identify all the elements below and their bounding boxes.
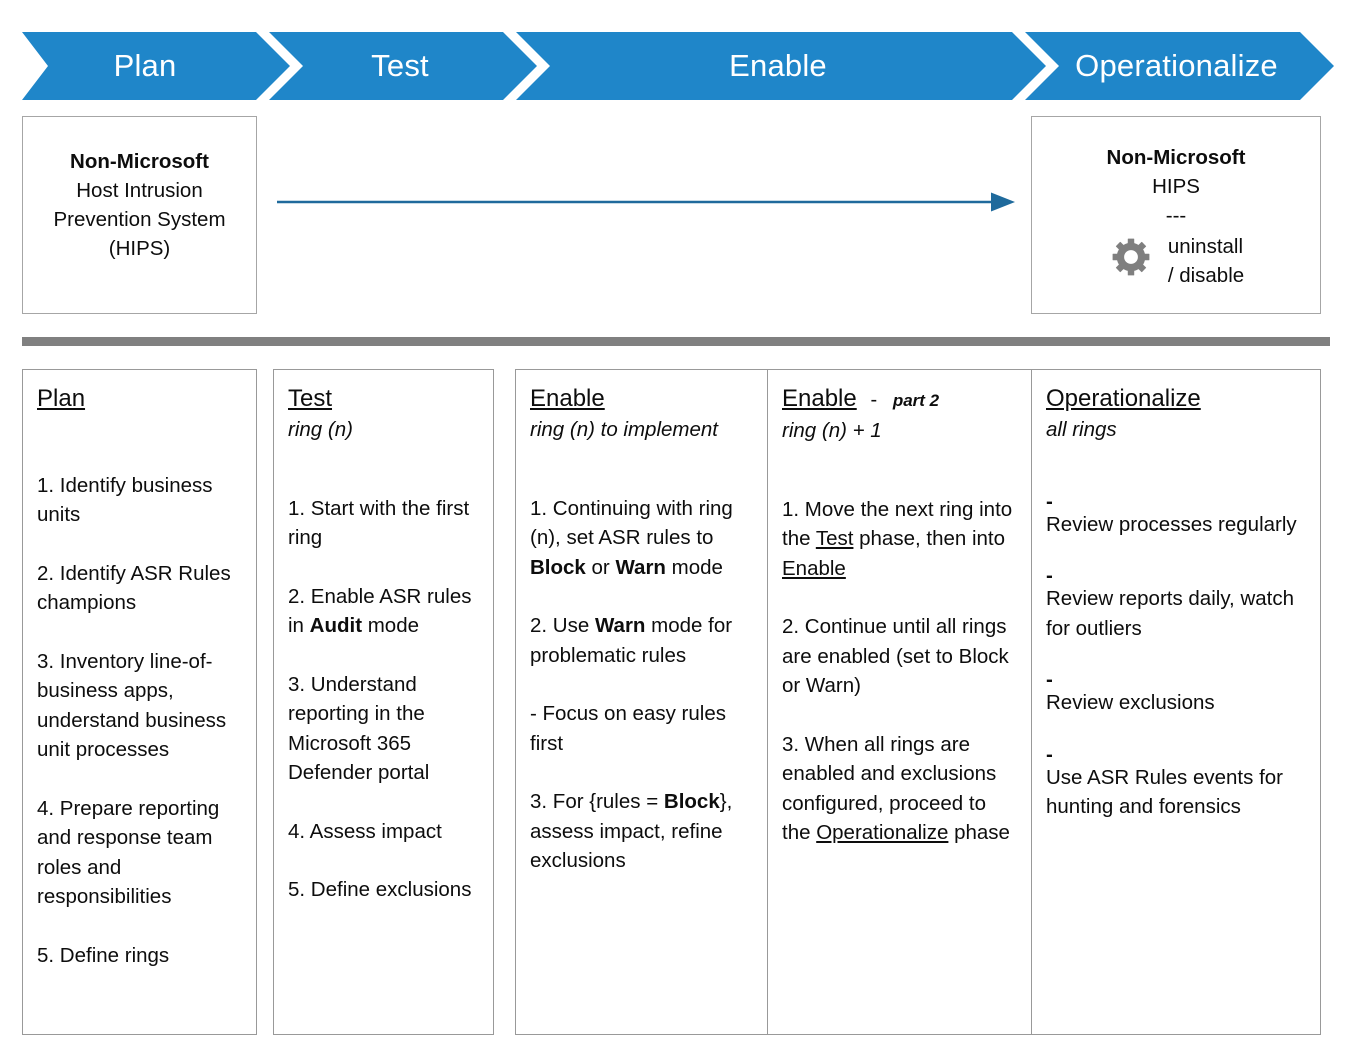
hips-target-state-box: Non-Microsoft HIPS ---	[1031, 116, 1321, 314]
phase-column-subtitle: ring (n)	[288, 417, 353, 441]
list-item: 2. Continue until all rings are enabled …	[782, 615, 1009, 697]
phase-column-subtitle: ring (n) to implement	[530, 417, 718, 441]
phase-column-items: 1. Move the next ring into the Test phas…	[782, 495, 1018, 848]
list-item-dash: -	[1046, 742, 1053, 766]
list-item-label: Review processes regularly	[1046, 512, 1297, 536]
list-item-label: Review reports daily, watch for outliers	[1046, 587, 1294, 640]
list-item: 1. Identify business units	[37, 473, 213, 527]
phase-column-header: Plan	[37, 384, 242, 415]
phase-column-header: Enable - part 2	[782, 384, 1018, 416]
list-item-dash: -	[1046, 668, 1053, 691]
phase-chevron-label: Plan	[113, 48, 177, 83]
phase-column-subtitle: ring (n) + 1	[782, 418, 882, 442]
migration-arrow-icon	[277, 192, 1015, 212]
hips-current-state-box: Non-Microsoft Host Intrusion Prevention …	[22, 116, 257, 314]
phase-column-header: Enable	[530, 384, 753, 415]
hips-left-title: Non-Microsoft	[70, 150, 209, 173]
list-item: 4. Prepare reporting and response team r…	[37, 796, 220, 909]
phase-chevron-label: Test	[371, 48, 429, 83]
list-item: 5. Define rings	[37, 943, 170, 967]
phase-column-title: Enable	[782, 385, 857, 412]
hips-right-line1: HIPS	[1152, 175, 1200, 198]
list-item: - Focus on easy rules first	[530, 702, 726, 755]
list-item-dash: -	[1046, 489, 1053, 513]
list-item: 2. Identify ASR Rules champions	[37, 561, 231, 615]
list-item: 1. Move the next ring into the Test phas…	[782, 497, 1013, 580]
phase-banner: Plan Test Enable Operationalize	[22, 32, 1334, 100]
phase-column-title: Enable	[530, 385, 605, 412]
hips-action-text: uninstall / disable	[1168, 232, 1244, 290]
phase-column-title-dash: -	[870, 389, 878, 411]
phase-column-items: - Review processes regularly - Review re…	[1046, 489, 1306, 822]
list-item: - Review exclusions	[1046, 668, 1306, 718]
hips-right-title: Non-Microsoft	[1106, 146, 1246, 169]
list-item: - Review processes regularly	[1046, 489, 1306, 540]
phase-chevron-operationalize[interactable]: Operationalize	[1025, 32, 1334, 100]
hips-left-line3: (HIPS)	[108, 237, 171, 260]
list-item: 3. When all rings are enabled and exclus…	[782, 732, 1010, 845]
phase-chevron-plan[interactable]: Plan	[22, 32, 290, 100]
phase-column-header: Operationalize	[1046, 384, 1306, 415]
list-item: 1. Continuing with ring (n), set ASR rul…	[530, 496, 733, 579]
hips-action-line1: uninstall	[1167, 235, 1244, 258]
list-item: 4. Assess impact	[288, 819, 442, 843]
phase-column-header: Test	[288, 384, 479, 415]
phase-column-subtitle: all rings	[1046, 417, 1117, 441]
phase-column-enable: Enable ring (n) to implement 1. Continui…	[515, 369, 768, 1035]
phase-column-title-suffix: part 2	[892, 391, 940, 410]
hips-action-line2: / disable	[1167, 264, 1245, 287]
phase-column-items: 1. Start with the first ring 2. Enable A…	[288, 494, 479, 905]
gear-icon	[1108, 234, 1154, 288]
phase-chevron-label: Enable	[729, 48, 827, 83]
list-item: 5. Define exclusions	[288, 878, 472, 901]
hips-left-line1: Host Intrusion	[76, 179, 203, 202]
list-item: 2. Use Warn mode for problematic rules	[530, 614, 733, 667]
phase-column-title: Operationalize	[1046, 385, 1201, 412]
phase-column-items: 1. Identify business units 2. Identify A…	[37, 471, 242, 971]
list-item: 3. For {rules = Block}, assess impact, r…	[530, 790, 733, 872]
list-item: - Review reports daily, watch for outlie…	[1046, 564, 1306, 643]
phase-chevron-test[interactable]: Test	[269, 32, 537, 100]
hips-right-separator: ---	[1165, 204, 1187, 227]
hips-left-line2: Prevention System	[53, 208, 226, 231]
list-item: 3. Inventory line-of-business apps, unde…	[37, 649, 227, 762]
list-item-dash: -	[1046, 564, 1053, 587]
section-divider	[22, 337, 1330, 346]
migration-arrow	[277, 190, 1015, 214]
phase-column-items: 1. Continuing with ring (n), set ASR rul…	[530, 494, 753, 876]
phase-column-title: Test	[288, 385, 333, 412]
phase-chevron-enable[interactable]: Enable	[516, 32, 1046, 100]
phase-column-title: Plan	[37, 385, 86, 412]
list-item-label: Use ASR Rules events for hunting and for…	[1046, 765, 1283, 819]
phase-column-enable-part2: Enable - part 2 ring (n) + 1 1. Move the…	[767, 369, 1033, 1035]
phase-column-test: Test ring (n) 1. Start with the first ri…	[273, 369, 494, 1035]
phase-chevron-label: Operationalize	[1075, 48, 1278, 83]
list-item-label: Review exclusions	[1046, 691, 1215, 714]
phase-column-operationalize: Operationalize all rings - Review proces…	[1031, 369, 1321, 1035]
list-item: 3. Understand reporting in the Microsoft…	[288, 672, 430, 785]
phase-column-plan: Plan 1. Identify business units 2. Ident…	[22, 369, 257, 1035]
hips-action-row: uninstall / disable	[1032, 232, 1320, 290]
list-item: - Use ASR Rules events for hunting and f…	[1046, 742, 1306, 822]
list-item: 2. Enable ASR rules in Audit mode	[288, 584, 472, 638]
list-item: 1. Start with the first ring	[288, 496, 470, 550]
